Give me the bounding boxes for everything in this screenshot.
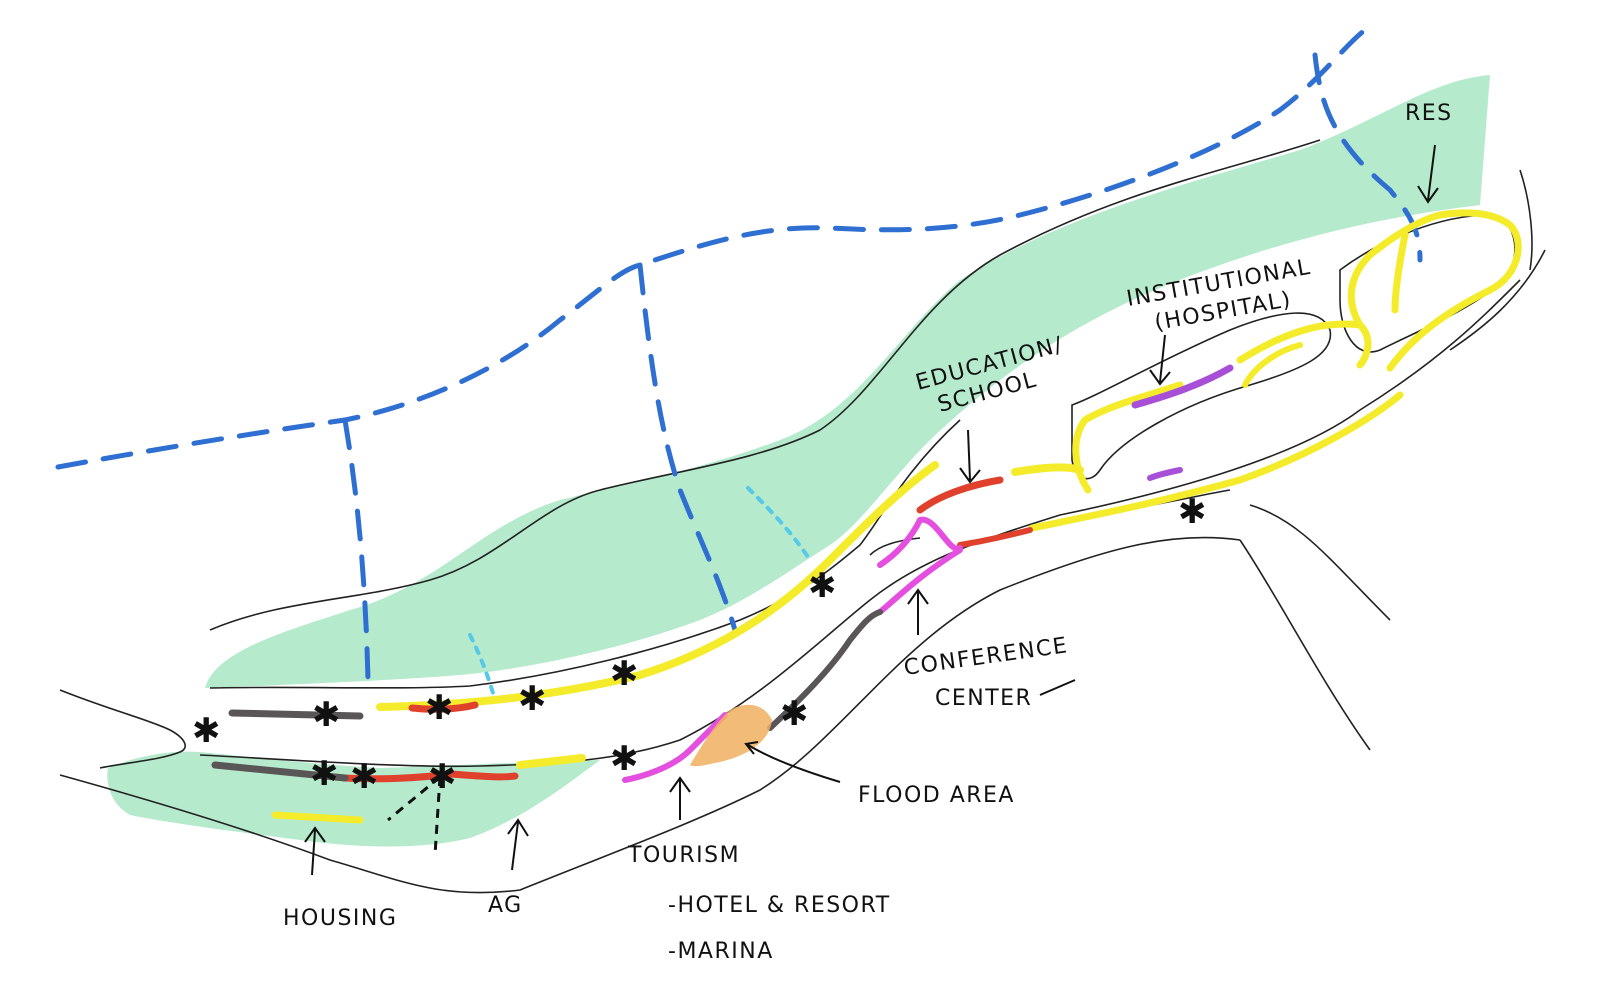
- dash-line-1: [387, 775, 441, 822]
- red-upper-segment: [408, 701, 479, 713]
- label-conference: CONFERENCE: [902, 633, 1069, 681]
- site-outlines: [59, 139, 1546, 894]
- purple-hospital-segment: [1131, 364, 1234, 409]
- hospital-block-outline: [1071, 312, 1332, 480]
- watershed-drop-2: [637, 262, 738, 633]
- node-star: ✱: [428, 757, 457, 797]
- label-housing: HOUSING: [283, 906, 397, 931]
- housing-arrow: [304, 826, 326, 876]
- node-star: ✱: [312, 695, 341, 735]
- watershed-drop-1: [342, 417, 371, 683]
- magenta-tourism-segment: [622, 712, 728, 783]
- stream-2: [746, 486, 812, 562]
- upper-green-zone: [205, 75, 1490, 688]
- red-conference-segment: [957, 527, 1033, 548]
- node-star: ✱: [780, 694, 809, 734]
- school-arrow: [959, 429, 981, 484]
- magenta-school-segment: [877, 516, 963, 568]
- yellow-housing-mark: [271, 811, 364, 824]
- node-star: ✱: [192, 711, 221, 751]
- yellow-hospital-loop: [1028, 320, 1404, 532]
- node-star: ✱: [425, 688, 454, 728]
- res-arrow: [1417, 144, 1439, 204]
- hospital-arrow: [1149, 334, 1171, 386]
- yellow-ag-mark: [516, 754, 586, 769]
- conference-arrow: [907, 588, 929, 635]
- node-star: ✱: [350, 757, 379, 797]
- gray-upper-road: [228, 709, 364, 720]
- flood-arrow: [744, 741, 841, 783]
- gray-marina-road: [767, 609, 883, 731]
- right-road-outline: [1239, 169, 1546, 751]
- streams: [468, 486, 812, 702]
- stream-1: [468, 633, 497, 702]
- tourism-arrow: [669, 776, 691, 820]
- label-tourism: TOURISM: [627, 843, 740, 868]
- label-res: RES: [1405, 101, 1453, 126]
- conference-leader: [1039, 679, 1076, 696]
- magenta-conference-segment: [877, 547, 963, 615]
- leader-arrows: [304, 144, 1439, 876]
- flood-area: [690, 704, 772, 767]
- label-hotel-resort: -HOTEL & RESORT: [668, 893, 891, 918]
- gray-lower-road: [211, 761, 349, 782]
- label-ag: AG: [488, 893, 523, 918]
- yellow-school-segment: [1011, 463, 1084, 476]
- node-star: ✱: [610, 654, 639, 694]
- red-school-segment: [916, 476, 1004, 514]
- connection-dashes: [387, 775, 442, 856]
- corridor-top-outline: [209, 419, 961, 689]
- upper-outline: [209, 139, 1321, 631]
- land-use-strokes: [211, 209, 1522, 824]
- watershed-drop-3: [1312, 52, 1423, 263]
- node-star: ✱: [310, 754, 339, 794]
- node-star: ✱: [610, 739, 639, 779]
- corridor-bottom-outline: [199, 279, 1521, 768]
- label-center: CENTER: [935, 686, 1032, 711]
- purple-hospital-small: [1147, 467, 1183, 481]
- left-tip-outline: [59, 689, 186, 769]
- dash-line-2: [433, 776, 442, 856]
- red-lower-segment: [341, 770, 519, 783]
- watershed-lines: [55, 27, 1423, 683]
- node-markers: ✱ ✱ ✱ ✱ ✱ ✱ ✱ ✱ ✱ ✱ ✱ ✱: [192, 492, 1207, 797]
- label-marina: -MARINA: [668, 939, 774, 964]
- node-star: ✱: [808, 566, 837, 606]
- node-star: ✱: [518, 679, 547, 719]
- lower-outline: [59, 536, 1241, 894]
- yellow-res-loop: [1347, 209, 1522, 372]
- node-star: ✱: [1178, 492, 1207, 532]
- yellow-upper-corridor: [376, 461, 939, 711]
- yellow-inner-arc: [1242, 342, 1303, 388]
- label-flood-area: FLOOD AREA: [858, 783, 1015, 808]
- ag-arrow: [507, 818, 529, 871]
